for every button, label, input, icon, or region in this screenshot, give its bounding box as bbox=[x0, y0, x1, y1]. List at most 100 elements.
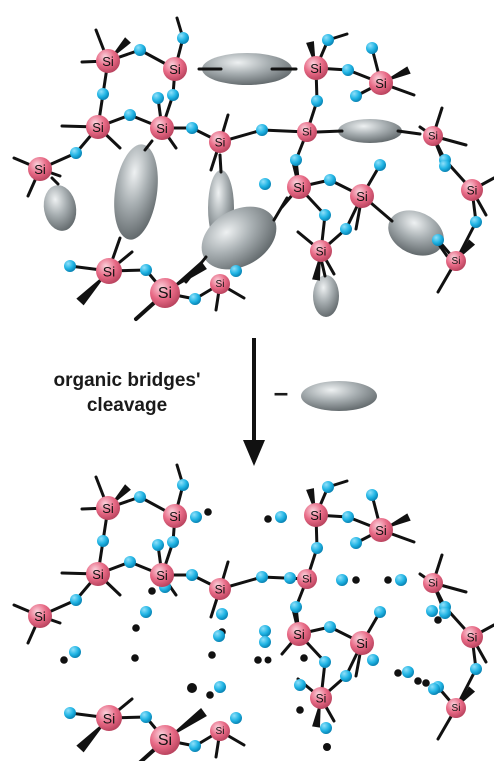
oxygen-atom bbox=[439, 160, 451, 172]
silicon-label: Si bbox=[310, 508, 322, 523]
oxygen-atom bbox=[428, 683, 440, 695]
silicon-atom bbox=[310, 687, 332, 709]
silicon-atom bbox=[150, 725, 180, 755]
silicon-label: Si bbox=[375, 76, 387, 91]
silicon-label: Si bbox=[169, 509, 181, 524]
silicon-label: Si bbox=[452, 703, 461, 714]
silicon-label: Si bbox=[92, 567, 104, 582]
silicon-label: Si bbox=[216, 279, 225, 290]
bond bbox=[184, 255, 208, 284]
cleaved-end bbox=[131, 654, 139, 662]
oxygen-atom bbox=[374, 159, 386, 171]
silicon-atom bbox=[96, 258, 122, 284]
cleaved-end bbox=[206, 691, 214, 699]
cleaved-end bbox=[300, 654, 308, 662]
oxygen-atom bbox=[256, 124, 268, 136]
oxygen-atom bbox=[322, 481, 334, 493]
silicon-atom bbox=[210, 274, 230, 294]
silicon-label: Si bbox=[92, 120, 104, 135]
oxygen-atom bbox=[189, 293, 201, 305]
silicon-label: Si bbox=[467, 184, 478, 198]
silicon-label: Si bbox=[316, 245, 327, 259]
bond bbox=[50, 176, 60, 186]
oxygen-atom bbox=[167, 536, 179, 548]
silicon-label: Si bbox=[103, 264, 115, 280]
oxygen-atom bbox=[275, 511, 287, 523]
oxygen-atom bbox=[402, 666, 414, 678]
cleaved-end bbox=[204, 508, 212, 516]
silicon-atom bbox=[86, 115, 110, 139]
silicon-label: Si bbox=[302, 574, 312, 586]
cleaved-end bbox=[323, 743, 331, 751]
oxygen-atom bbox=[342, 64, 354, 76]
oxygen-atom bbox=[319, 656, 331, 668]
silicon-atom bbox=[163, 57, 187, 81]
silicon-label: Si bbox=[102, 501, 114, 516]
cleaved-end bbox=[394, 669, 402, 677]
oxygen-atom bbox=[64, 260, 76, 272]
silicon-label: Si bbox=[34, 162, 46, 177]
silicon-atom bbox=[150, 278, 180, 308]
oxygen-atom bbox=[340, 223, 352, 235]
silicon-atom bbox=[423, 126, 443, 146]
oxygen-atom bbox=[186, 569, 198, 581]
silicon-label: Si bbox=[375, 523, 387, 538]
silicon-label: Si bbox=[169, 62, 181, 77]
silicon-label: Si bbox=[356, 636, 368, 651]
silicon-atom bbox=[297, 122, 317, 142]
oxygen-atom bbox=[189, 740, 201, 752]
silicon-label: Si bbox=[103, 711, 115, 727]
silicon-label: Si bbox=[293, 627, 305, 642]
minus-sign: – bbox=[273, 377, 289, 407]
oxygen-atom bbox=[152, 539, 164, 551]
silicon-atom bbox=[446, 698, 466, 718]
organic-bridges bbox=[43, 53, 444, 411]
silicon-label: Si bbox=[293, 180, 305, 195]
silicon-atom bbox=[369, 71, 393, 95]
cleaved-end bbox=[254, 656, 262, 664]
organic-bridge bbox=[388, 210, 444, 256]
oxygen-atom bbox=[350, 537, 362, 549]
bond bbox=[272, 196, 289, 222]
silicon-atom bbox=[209, 578, 231, 600]
cleaved-end bbox=[384, 576, 392, 584]
silicon-label: Si bbox=[467, 631, 478, 645]
silicon-label: Si bbox=[356, 189, 368, 204]
organic-bridge bbox=[202, 53, 292, 85]
silicon-label: Si bbox=[158, 732, 172, 749]
cleaved-end bbox=[132, 624, 140, 632]
oxygen-atom bbox=[395, 574, 407, 586]
oxygen-atom bbox=[322, 34, 334, 46]
silicon-atom bbox=[423, 573, 443, 593]
silicon-label: Si bbox=[156, 121, 168, 136]
organic-bridge bbox=[201, 206, 277, 270]
oxygen-atom bbox=[340, 670, 352, 682]
cleaved-end bbox=[296, 706, 304, 714]
silicon-atom bbox=[297, 569, 317, 589]
silicon-label: Si bbox=[158, 285, 172, 302]
caption-line-1: organic bridges' bbox=[53, 370, 201, 391]
oxygen-atom bbox=[177, 32, 189, 44]
silicon-label: Si bbox=[156, 568, 168, 583]
oxygen-atom bbox=[216, 608, 228, 620]
oxygen-atom bbox=[426, 605, 438, 617]
organic-bridge bbox=[338, 119, 402, 143]
oxygen-atom bbox=[432, 234, 444, 246]
organic-bridge bbox=[313, 275, 339, 317]
reaction-arrow bbox=[243, 338, 265, 466]
silicon-atom bbox=[461, 179, 483, 201]
silicon-label: Si bbox=[310, 61, 322, 76]
silicon-label: Si bbox=[215, 583, 226, 597]
silicon-label: Si bbox=[302, 127, 312, 139]
arrow-head bbox=[243, 440, 265, 466]
bond bbox=[218, 153, 223, 174]
cleaved-end bbox=[208, 651, 216, 659]
silicon-atom bbox=[96, 705, 122, 731]
cleaved-end bbox=[264, 515, 272, 523]
oxygen-atom bbox=[342, 511, 354, 523]
oxygen-atoms bbox=[60, 32, 482, 752]
oxygen-atom bbox=[213, 630, 225, 642]
